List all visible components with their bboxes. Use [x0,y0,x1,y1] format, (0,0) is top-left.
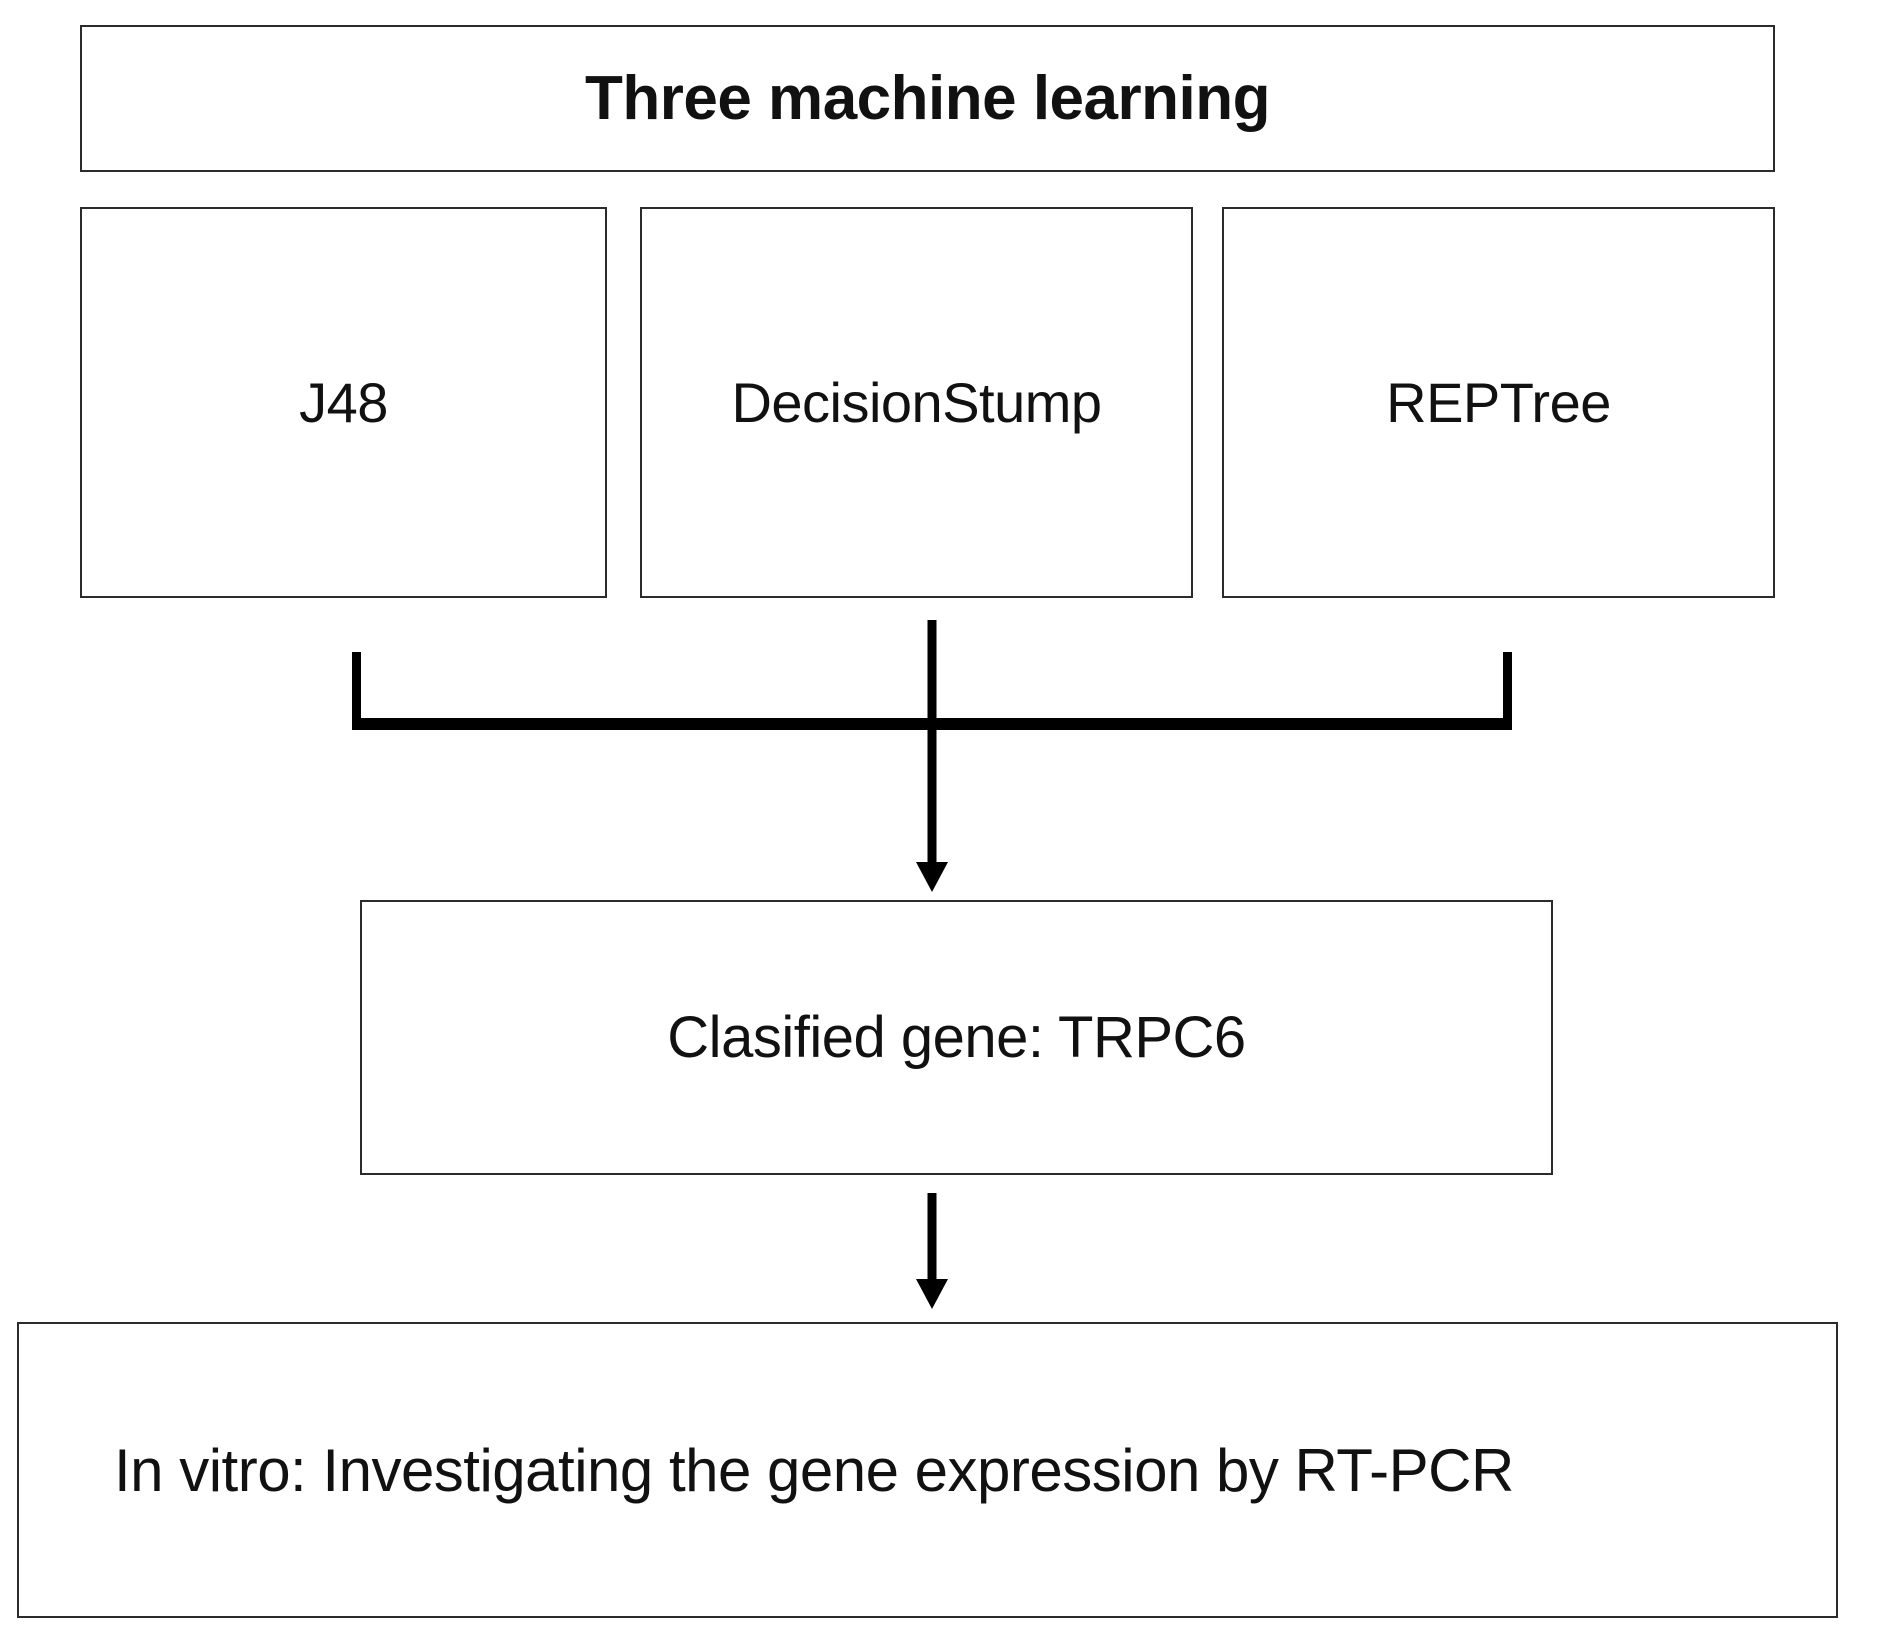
algorithm-box-decisionstump: DecisionStump [640,207,1193,598]
arrow-down-to-invitro-icon [902,1193,962,1310]
invitro-box: In vitro: Investigating the gene express… [17,1322,1838,1618]
bracket-arm-left-icon [352,652,361,722]
algorithm-label-j48: J48 [299,371,388,434]
algorithm-label-decisionstump: DecisionStump [731,371,1102,434]
bracket-arm-right-icon [1503,652,1512,722]
arrow-down-to-result-icon [902,620,962,892]
title-box-label: Three machine learning [585,64,1271,133]
classified-gene-box: Clasified gene: TRPC6 [360,900,1553,1175]
invitro-box-label: In vitro: Investigating the gene express… [114,1436,1514,1504]
arrow-head-icon [916,1279,948,1309]
merge-bracket [352,652,1512,730]
arrow-shaft-icon [927,620,937,864]
bracket-horizontal-bar-icon [352,718,1512,730]
algorithm-box-j48: J48 [80,207,607,598]
algorithm-label-reptree: REPTree [1386,371,1611,434]
title-box: Three machine learning [80,25,1775,172]
arrow-shaft-icon [927,1193,937,1281]
classified-gene-label: Clasified gene: TRPC6 [667,1005,1246,1070]
algorithm-box-reptree: REPTree [1222,207,1775,598]
arrow-head-icon [916,862,948,892]
